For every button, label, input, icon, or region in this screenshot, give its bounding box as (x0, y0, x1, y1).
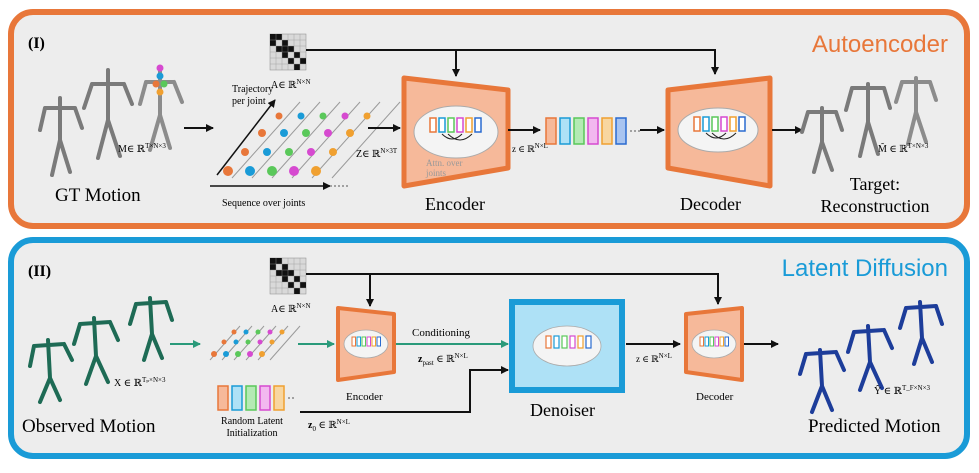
trajectory-dots-2 (211, 329, 285, 357)
adjacency-feed-1 (306, 49, 719, 75)
encoder-1-label: Encoder (425, 194, 485, 214)
arrow-random-to-denoiser (300, 366, 509, 413)
gt-motion-symbol: M∈ ℝT×N×3 (118, 142, 166, 155)
decoder-tokens (693, 116, 746, 140)
adjacency-feed-2 (306, 273, 722, 305)
latent-diffusion-title: Latent Diffusion (782, 255, 948, 282)
denoiser-tokens (545, 335, 592, 349)
latent-symbol-1: z ∈ ℝN×L (512, 142, 548, 154)
sequence-label: Sequence over joints (222, 198, 305, 209)
conditioning-label: Conditioning (412, 327, 471, 339)
adjacency-symbol-2: A∈ ℝN×N (271, 302, 311, 315)
decoder-2-tokens (699, 336, 729, 347)
decoder-2-label: Decoder (696, 391, 734, 403)
reconstruction-skeletons (800, 76, 938, 174)
trajectory-axis (216, 99, 276, 176)
gt-motion-caption: GT Motion (55, 185, 141, 206)
observed-motion-caption: Observed Motion (22, 416, 156, 437)
adjacency-symbol-1: A∈ ℝN×N (271, 78, 311, 91)
trajectory-dots (223, 112, 371, 176)
attention-tokens (429, 117, 482, 141)
panel-1-id: (I) (28, 35, 45, 52)
observed-motion-symbol: X ∈ ℝTₚ×N×3 (114, 376, 166, 389)
latent-symbol-2: z ∈ ℝN×L (636, 352, 672, 364)
z-input-symbol: Z∈ ℝN×3T (356, 147, 398, 160)
output-symbol-1: M̃ ∈ ℝT×N×3 (878, 142, 929, 155)
decoder-1-label: Decoder (680, 194, 741, 214)
encoder-2-label: Encoder (346, 391, 383, 403)
latent-tokens-1 (545, 117, 640, 145)
adjacency-matrix-1 (269, 33, 307, 71)
attention-ellipse (413, 105, 499, 159)
gt-motion-skeletons (38, 66, 184, 177)
autoencoder-title: Autoencoder (812, 31, 948, 58)
random-latent-tokens (217, 385, 296, 411)
observed-motion-skeletons (28, 296, 174, 404)
target-label: Target:Reconstruction (821, 174, 930, 216)
z0-symbol: z0 ∈ ℝN×L (308, 418, 350, 433)
predicted-motion-skeletons (798, 300, 944, 414)
joint-markers (152, 64, 168, 96)
predicted-motion-symbol: Ŷ ∈ ℝT_F×N×3 (874, 384, 931, 397)
panel-2-id: (II) (28, 263, 51, 280)
zpast-symbol: zpast ∈ ℝN×L (418, 352, 468, 367)
adjacency-matrix-2 (269, 257, 307, 295)
encoder-2-tokens (351, 336, 381, 347)
denoiser-label: Denoiser (530, 400, 595, 420)
predicted-motion-caption: Predicted Motion (808, 416, 941, 437)
